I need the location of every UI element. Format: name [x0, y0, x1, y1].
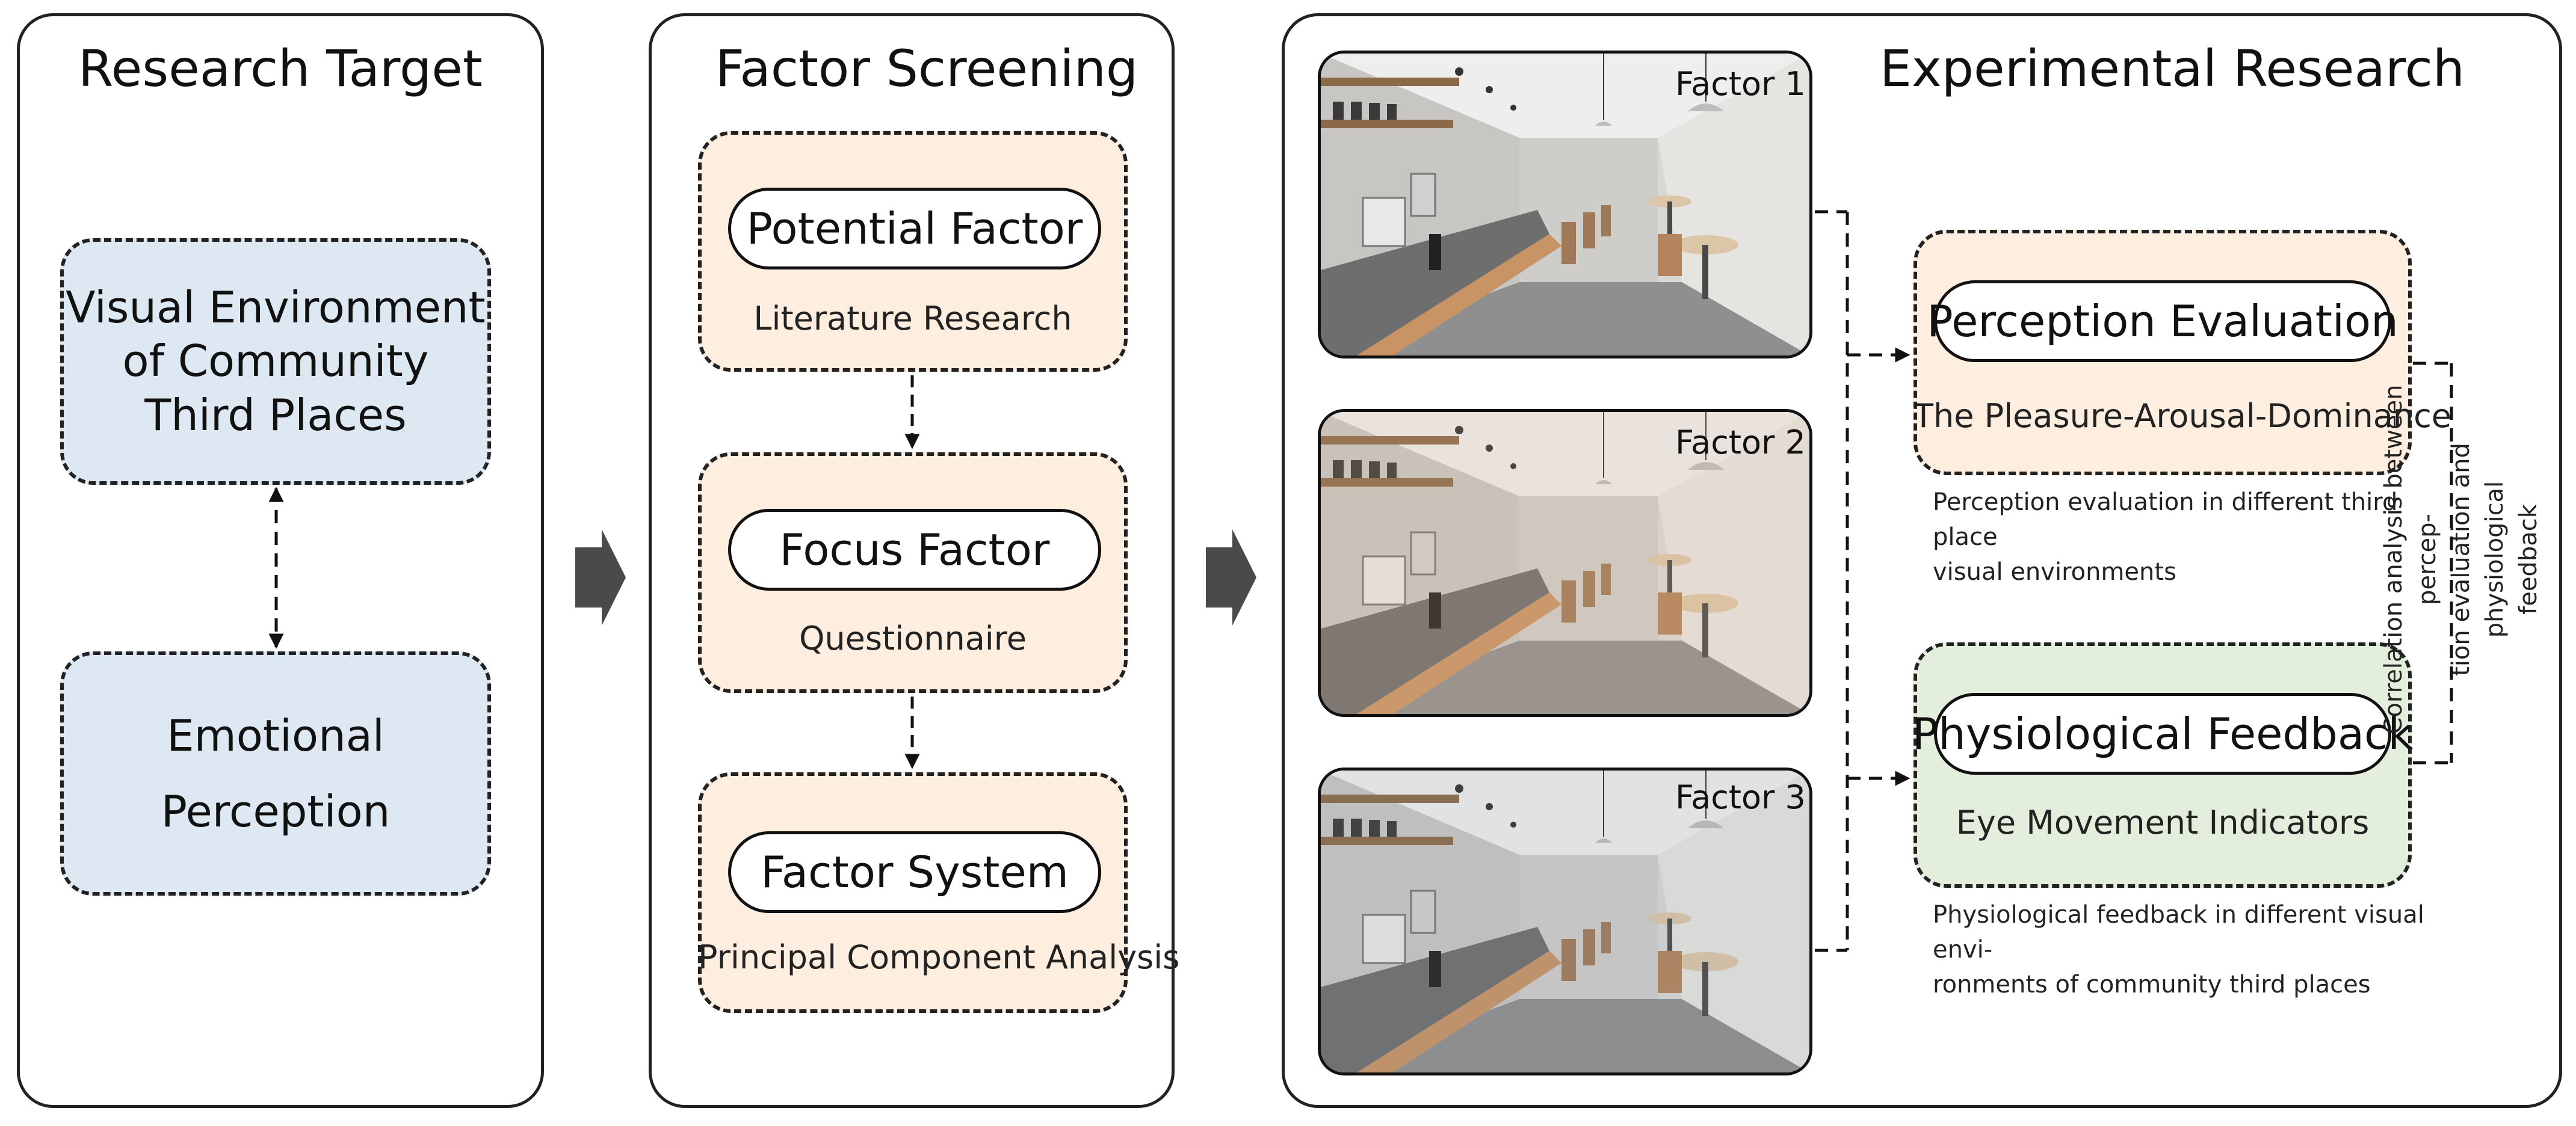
sub-eye-movement-indicators: Eye Movement Indicators [1956, 804, 2370, 841]
correlation-bracket [2413, 361, 2453, 765]
sub-pleasure-arousal-dominance: The Pleasure-Arousal-Dominance [1913, 397, 2451, 435]
cafe-interior-image [1321, 771, 1809, 1072]
flow-arrow-1 [575, 529, 626, 626]
panel-title-research-target: Research Target [78, 39, 483, 98]
note-perception-line-1: Perception evaluation in different third… [1933, 488, 2398, 551]
pill-factor-system: Factor System [728, 831, 1101, 913]
sub-literature-research: Literature Research [753, 300, 1072, 337]
pill-perception-evaluation: Perception Evaluation [1927, 280, 2398, 362]
sub-questionnaire: Questionnaire [798, 620, 1027, 657]
panel-title-experimental-research: Experimental Research [1879, 39, 2465, 98]
factor-label-3: Factor 3 [1675, 778, 1806, 816]
pill-focus-factor: Focus Factor [728, 509, 1101, 591]
cafe-interior-image [1321, 412, 1809, 714]
photo-bracket [1815, 210, 1849, 952]
note-physiological-line-2: ronments of community third places [1933, 971, 2371, 998]
visual-environment-line-3: Third Places [144, 389, 407, 440]
flow-arrow-2 [1206, 529, 1256, 626]
pill-physiological-feedback: Physiological Feedback [1912, 693, 2413, 775]
pill-potential-factor: Potential Factor [728, 188, 1101, 269]
note-physiological: Physiological feedback in different visu… [1933, 897, 2426, 1002]
emotional-perception-box: Emotional Perception [60, 651, 491, 896]
visual-environment-line-2: of Community [122, 336, 429, 387]
visual-environment-line-1: Visual Environment [66, 282, 486, 333]
cafe-photo-factor-2 [1318, 409, 1812, 717]
note-physiological-line-1: Physiological feedback in different visu… [1933, 901, 2424, 964]
cafe-photo-factor-3 [1318, 768, 1812, 1075]
sub-principal-component-analysis: Principal Component Analysis [698, 938, 1180, 976]
note-perception: Perception evaluation in different third… [1933, 485, 2426, 589]
cafe-photo-factor-1 [1318, 51, 1812, 358]
factor-label-2: Factor 2 [1675, 423, 1806, 461]
emotional-perception-line-2: Perception [161, 786, 391, 837]
panel-title-factor-screening: Factor Screening [715, 39, 1138, 98]
emotional-perception-line-1: Emotional [167, 710, 385, 761]
visual-environment-box: Visual Environment of Community Third Pl… [60, 238, 491, 485]
note-perception-line-2: visual environments [1933, 558, 2176, 586]
factor-label-1: Factor 1 [1675, 65, 1806, 103]
